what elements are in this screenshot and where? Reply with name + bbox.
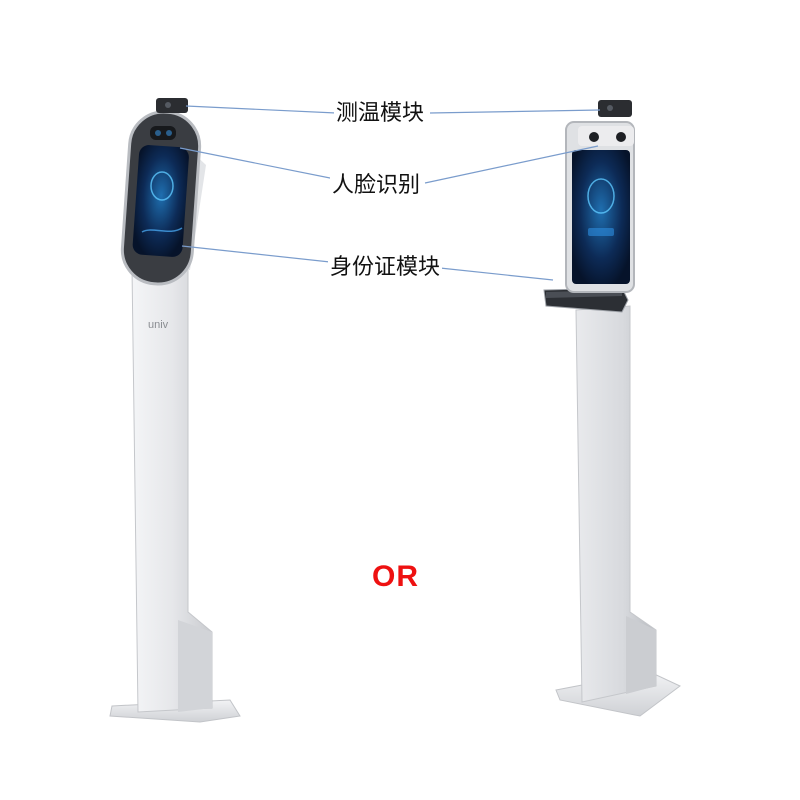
right-terminal-stand — [543, 100, 681, 717]
right-temperature-module — [598, 100, 632, 117]
or-separator: OR — [372, 560, 419, 593]
left-terminal-stand: univ — [109, 98, 241, 723]
left-temperature-module — [156, 98, 188, 113]
callout-line-temp-right — [429, 109, 601, 114]
callout-line-id-right — [439, 267, 554, 281]
callout-lines — [179, 105, 601, 281]
right-screen — [572, 150, 630, 284]
callout-line-face-left — [179, 147, 341, 181]
label-face-recognition: 人脸识别 — [330, 172, 423, 200]
callout-line-temp-left — [185, 105, 337, 114]
brand-logo: univ — [148, 319, 169, 331]
label-id-card-module: 身份证模块 — [328, 254, 443, 282]
callout-line-face-right — [424, 145, 599, 184]
left-screen — [132, 145, 189, 257]
callout-line-id-left — [181, 245, 331, 263]
label-temperature-module: 测温模块 — [334, 100, 427, 128]
